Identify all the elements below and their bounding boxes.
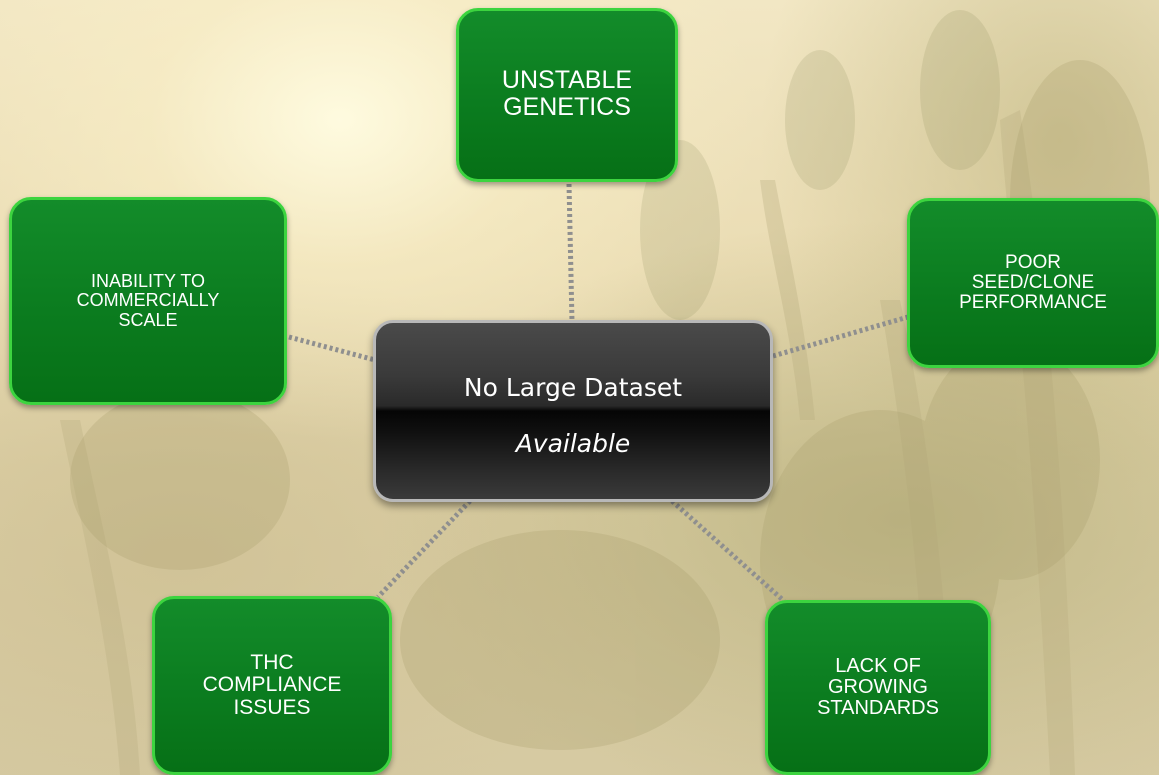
connector-bottom-right	[670, 499, 786, 603]
node-thc-compliance-label: THC COMPLIANCE ISSUES	[202, 651, 342, 719]
node-growing-standards-label: LACK OF GROWING STANDARDS	[817, 654, 939, 720]
center-subtitle: Available	[515, 429, 631, 458]
node-unstable-genetics-label: UNSTABLE GENETICS	[501, 66, 633, 121]
node-thc-compliance: THC COMPLIANCE ISSUES	[152, 596, 392, 775]
connector-top	[566, 183, 575, 323]
node-poor-seed-performance-label: POOR SEED/CLONE PERFORMANCE	[959, 251, 1107, 314]
connector-right	[772, 314, 909, 359]
node-unstable-genetics: UNSTABLE GENETICS	[456, 8, 678, 182]
connector-bottom-left	[376, 499, 472, 599]
connector-left	[288, 334, 376, 363]
node-growing-standards: LACK OF GROWING STANDARDS	[765, 600, 991, 775]
center-node: No Large Dataset Available	[373, 320, 773, 502]
node-poor-seed-performance: POOR SEED/CLONE PERFORMANCE	[907, 198, 1159, 368]
node-inability-to-scale-label: INABILITY TO COMMERCIALLY SCALE	[76, 271, 220, 330]
node-inability-to-scale: INABILITY TO COMMERCIALLY SCALE	[9, 197, 287, 405]
center-title: No Large Dataset	[463, 373, 683, 402]
